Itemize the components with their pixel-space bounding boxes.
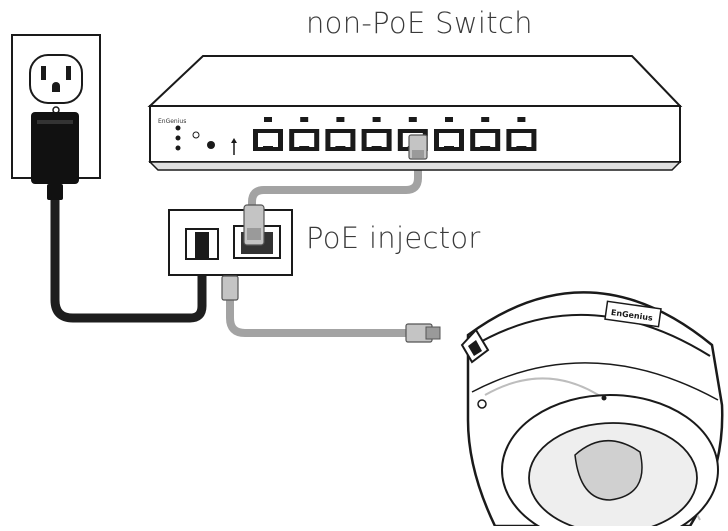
port-led bbox=[517, 117, 526, 122]
port-tab bbox=[444, 146, 454, 151]
port-led bbox=[264, 117, 272, 122]
port-tab bbox=[371, 146, 382, 151]
switch-port bbox=[289, 117, 320, 151]
port-tab bbox=[335, 146, 346, 151]
port-opening bbox=[294, 133, 315, 147]
switch-to-injector-cable bbox=[248, 158, 422, 220]
switch-port bbox=[253, 117, 283, 151]
port-led bbox=[300, 117, 309, 122]
port-opening bbox=[475, 133, 496, 147]
switch-port bbox=[506, 117, 537, 151]
port-opening bbox=[330, 133, 351, 147]
port-opening bbox=[366, 133, 387, 147]
port-tab bbox=[263, 146, 273, 151]
dome-camera-icon: EnGenius bbox=[460, 291, 724, 531]
port-led bbox=[481, 117, 490, 122]
switch-label: non-PoE Switch bbox=[306, 6, 533, 40]
port-led bbox=[408, 117, 417, 122]
port-tab bbox=[299, 146, 310, 151]
switch-port bbox=[361, 117, 392, 151]
port-opening bbox=[511, 133, 532, 147]
switch-port bbox=[434, 117, 464, 151]
port-opening bbox=[439, 133, 459, 147]
injector-to-camera-cable bbox=[226, 278, 410, 337]
switch-port bbox=[325, 117, 356, 151]
port-tab bbox=[480, 146, 491, 151]
port-opening bbox=[258, 133, 278, 147]
rj45-plug-icon bbox=[408, 134, 428, 160]
svg-text:EnGenius: EnGenius bbox=[158, 118, 186, 125]
port-tab bbox=[516, 146, 527, 151]
switch-port bbox=[470, 117, 501, 151]
port-led bbox=[372, 117, 381, 122]
power-adapter-icon bbox=[31, 112, 79, 200]
injector-label: PoE injector bbox=[306, 221, 481, 255]
rj45-plug-icon bbox=[221, 275, 441, 343]
port-led bbox=[336, 117, 345, 122]
poe-injector-icon bbox=[168, 204, 293, 276]
port-led bbox=[445, 117, 453, 122]
power-cable bbox=[50, 175, 207, 323]
